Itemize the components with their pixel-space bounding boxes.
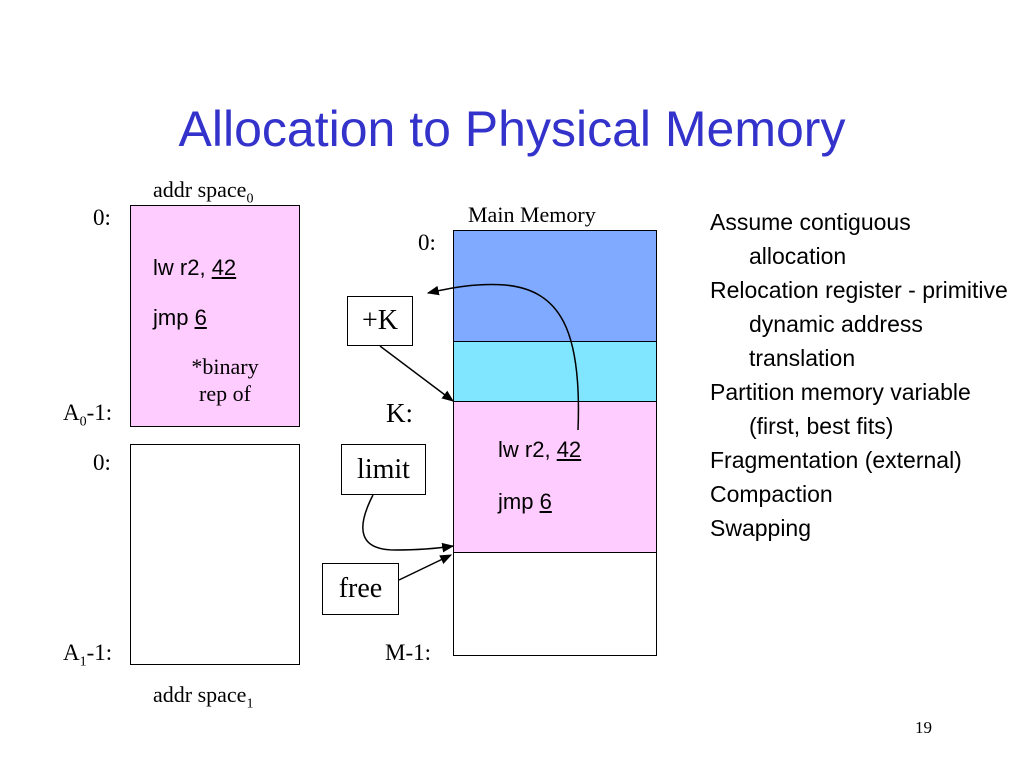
addr-space0-end-sub: 0 (79, 414, 87, 430)
main-memory-start-label: 0: (418, 230, 436, 255)
addr-space1-end-prefix: A (63, 640, 80, 665)
memory-block-process (453, 401, 657, 553)
memory-block-free (453, 552, 657, 656)
addr-space0-code-line2: jmp 6 (153, 305, 207, 331)
memory-code-line2: jmp 6 (498, 489, 552, 515)
bullet-item: Compaction (710, 481, 833, 507)
memory-block-os (453, 230, 657, 342)
code-line1-value: 42 (211, 255, 237, 280)
addr-space1-start-label: 0: (93, 450, 111, 475)
addr-space1-text: addr space (153, 682, 247, 707)
code-line2-value: 6 (194, 305, 207, 330)
memory-code-line1: lw r2, 42 (498, 437, 581, 463)
memory-code-line2-prefix: jmp (498, 489, 540, 514)
addr-space1-label: addr space1 (153, 682, 253, 712)
addr-space1-sub: 1 (246, 696, 254, 712)
addr-space0-end-suffix: -1: (86, 400, 113, 425)
code-line2-prefix: jmp (153, 305, 195, 330)
main-memory-end-label: M-1: (385, 640, 431, 665)
page-title: Allocation to Physical Memory (178, 101, 846, 157)
bullet-item: Relocation register - primitive dynamic … (710, 277, 1008, 371)
addr-space0-label: addr space0 (153, 177, 253, 207)
free-arrow (398, 554, 453, 581)
code-line1-prefix: lw r2, (153, 255, 212, 280)
k-arrow (379, 345, 454, 402)
binary-note-line1: *binary (191, 354, 259, 379)
addr-space1-end-sub: 1 (79, 654, 87, 670)
addr-space1-end-label: A1-1: (63, 640, 112, 671)
main-memory-k-label: K: (386, 398, 413, 428)
plus-k-box: +K (347, 296, 413, 346)
page-number: 19 (915, 718, 932, 737)
memory-code-line2-value: 6 (539, 489, 552, 514)
limit-register-box: limit (341, 444, 426, 495)
addr-space0-box (130, 205, 300, 427)
addr-space0-end-prefix: A (63, 400, 80, 425)
binary-note: *binary rep of (140, 353, 310, 407)
memory-code-line1-value: 42 (556, 437, 582, 462)
addr-space0-text: addr space (153, 177, 247, 202)
addr-space1-box (130, 444, 300, 665)
relocation-arrow (426, 283, 580, 431)
addr-space0-end-label: A0-1: (63, 400, 112, 431)
bullet-list: Assume contiguous allocation Relocation … (710, 205, 1010, 545)
addr-space1-end-suffix: -1: (86, 640, 113, 665)
bullet-item: Fragmentation (external) (710, 447, 962, 473)
main-memory-label: Main Memory (468, 202, 596, 227)
free-box: free (322, 563, 399, 615)
bullet-item: Assume contiguous allocation (710, 209, 911, 269)
addr-space0-code-line1: lw r2, 42 (153, 255, 236, 281)
binary-note-line2: rep of (199, 381, 251, 406)
bullet-item: Partition memory variable (first, best f… (710, 379, 971, 439)
limit-arrow (362, 494, 455, 553)
memory-code-line1-prefix: lw r2, (498, 437, 557, 462)
addr-space0-start-label: 0: (93, 205, 111, 230)
addr-space0-sub: 0 (246, 191, 254, 207)
bullet-item: Swapping (710, 515, 812, 541)
